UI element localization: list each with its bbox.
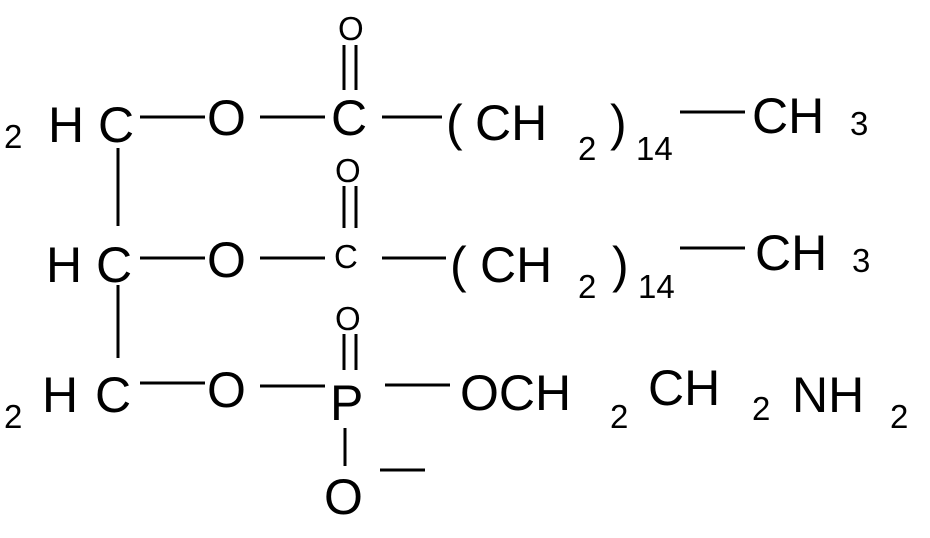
row1-hydrogen: H [48,97,84,153]
row2-methyl: CH [755,225,827,281]
row1-carbonyl-carbon: C [331,90,367,146]
row3-och: OCH [460,365,571,421]
row3-anionic-oxygen: O [324,469,363,525]
row2-carbonyl-oxygen: O [335,152,361,189]
row1-ch: CH [475,95,547,151]
row1-repeat-subscript: 14 [636,130,673,167]
row3-double-bonded-oxygen: O [335,300,361,337]
row3-hydrogen: H [42,367,78,423]
row3-phosphorus: P [330,375,363,431]
row3-amine: NH [792,367,864,423]
row2-hydrogen: H [46,237,82,293]
row1-carbon: C [98,97,134,153]
row2-methyl-subscript: 3 [852,242,870,279]
row1-paren-open: ( [446,95,463,151]
row2-ch: CH [480,237,552,293]
row2-paren-close: ) [612,237,629,293]
row3-ch2-subscript: 2 [752,390,770,427]
row3-ester-oxygen: O [207,362,246,418]
row2-ch2-subscript: 2 [578,268,596,305]
row3-amine-subscript: 2 [890,398,908,435]
row2-paren-open: ( [450,237,467,293]
row1-ester-oxygen: O [207,90,246,146]
row2-ester-oxygen: O [207,232,246,288]
row3-ch: CH [648,360,720,416]
row3-carbon: C [95,367,131,423]
row3-och2-subscript: 2 [610,398,628,435]
row1-carbonyl-oxygen: O [338,10,364,47]
row1-paren-close: ) [610,95,627,151]
row1-ch2-subscript: 2 [578,130,596,167]
row2-repeat-subscript: 14 [638,268,675,305]
row3-left-subscript: 2 [4,398,22,435]
row1-left-subscript: 2 [4,118,22,155]
row2-carbon: C [96,237,132,293]
row1-methyl: CH [752,88,824,144]
row1-methyl-subscript: 3 [850,105,868,142]
row2-carbonyl-carbon: C [334,238,358,275]
